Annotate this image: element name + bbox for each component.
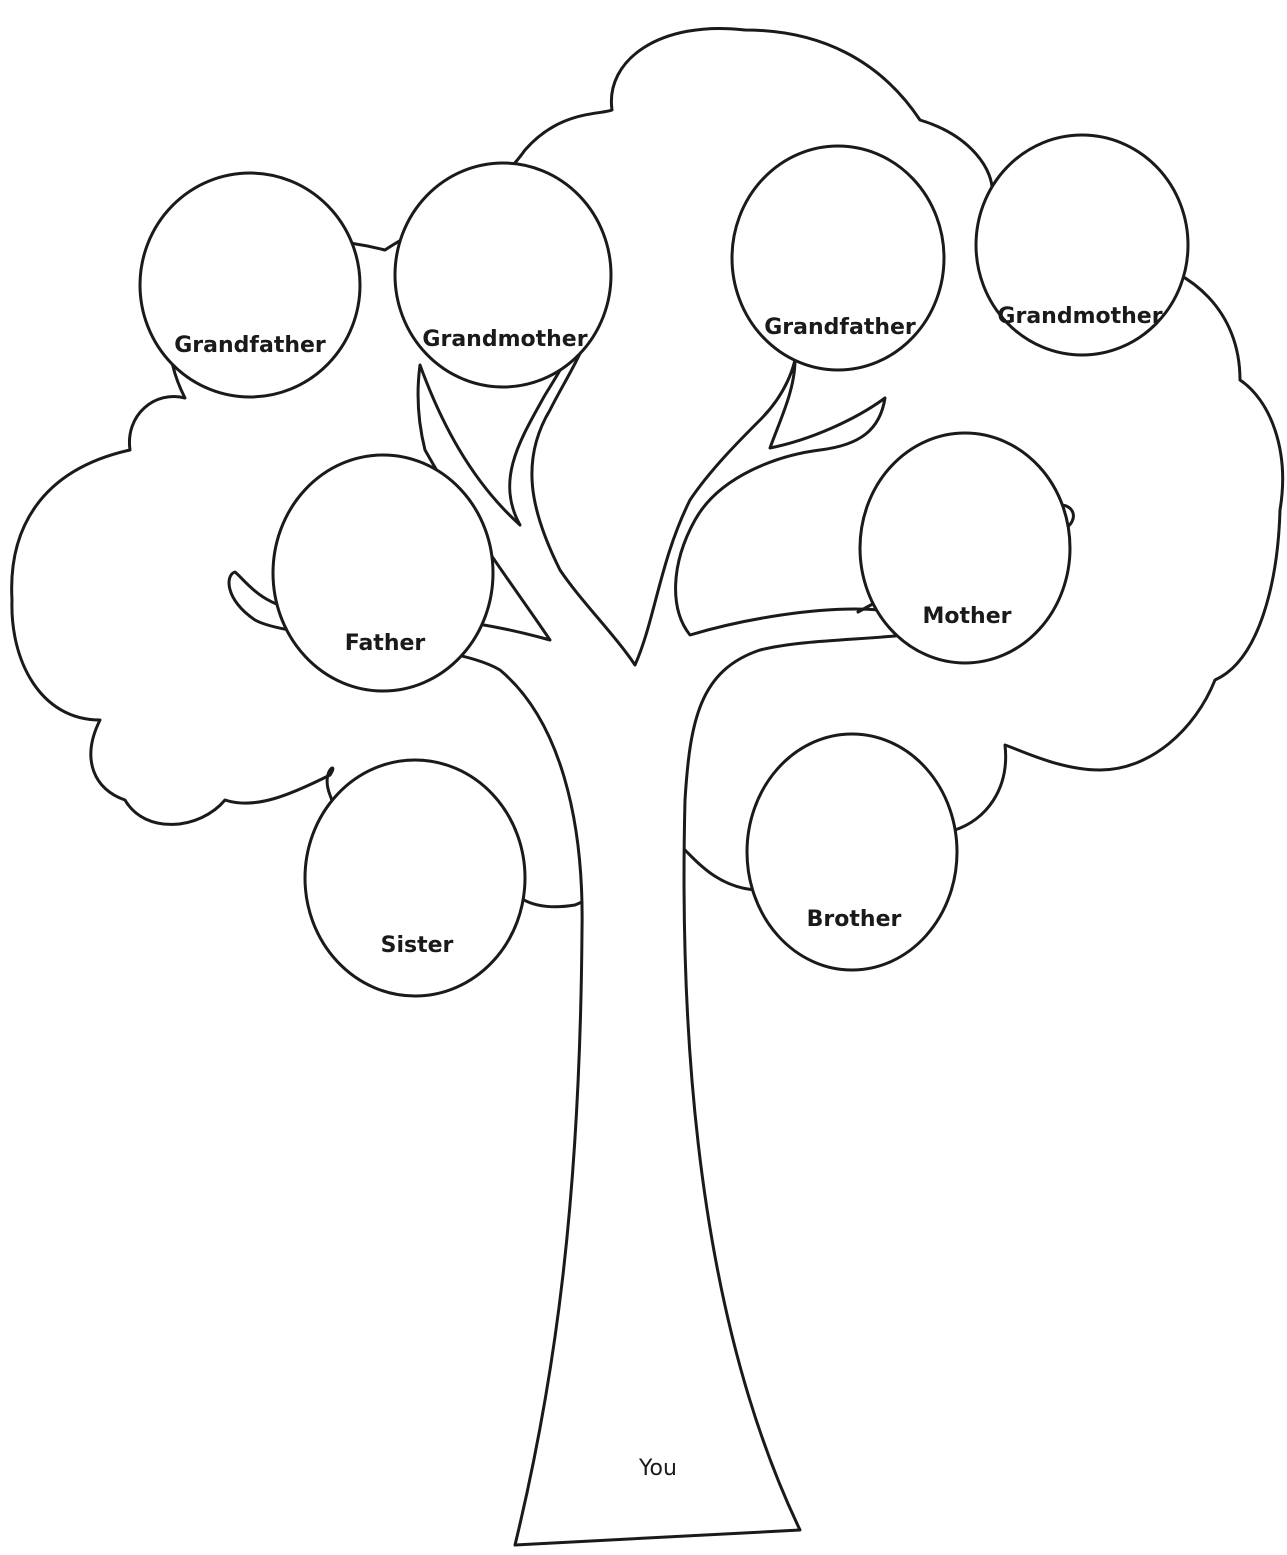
node-sister: Sister xyxy=(303,758,527,998)
node-grandmother-paternal: Grandmother xyxy=(393,161,613,389)
node-label: Mother xyxy=(923,604,1012,629)
node-mother: Mother xyxy=(858,431,1072,665)
trunk-label-you: You xyxy=(638,1456,677,1481)
node-brother: Brother xyxy=(745,732,959,972)
node-grandfather-paternal: Grandfather xyxy=(138,171,362,399)
node-label: Grandmother xyxy=(997,304,1162,329)
node-label: Brother xyxy=(807,907,902,932)
node-label: Grandmother xyxy=(422,327,587,352)
node-father: Father xyxy=(271,453,495,693)
node-grandmother-maternal: Grandmother xyxy=(974,133,1190,357)
node-label: Grandfather xyxy=(174,333,326,358)
node-label: Sister xyxy=(381,933,454,958)
node-label: Father xyxy=(345,631,426,656)
node-grandfather-maternal: Grandfather xyxy=(730,144,946,372)
node-label: Grandfather xyxy=(764,315,916,340)
